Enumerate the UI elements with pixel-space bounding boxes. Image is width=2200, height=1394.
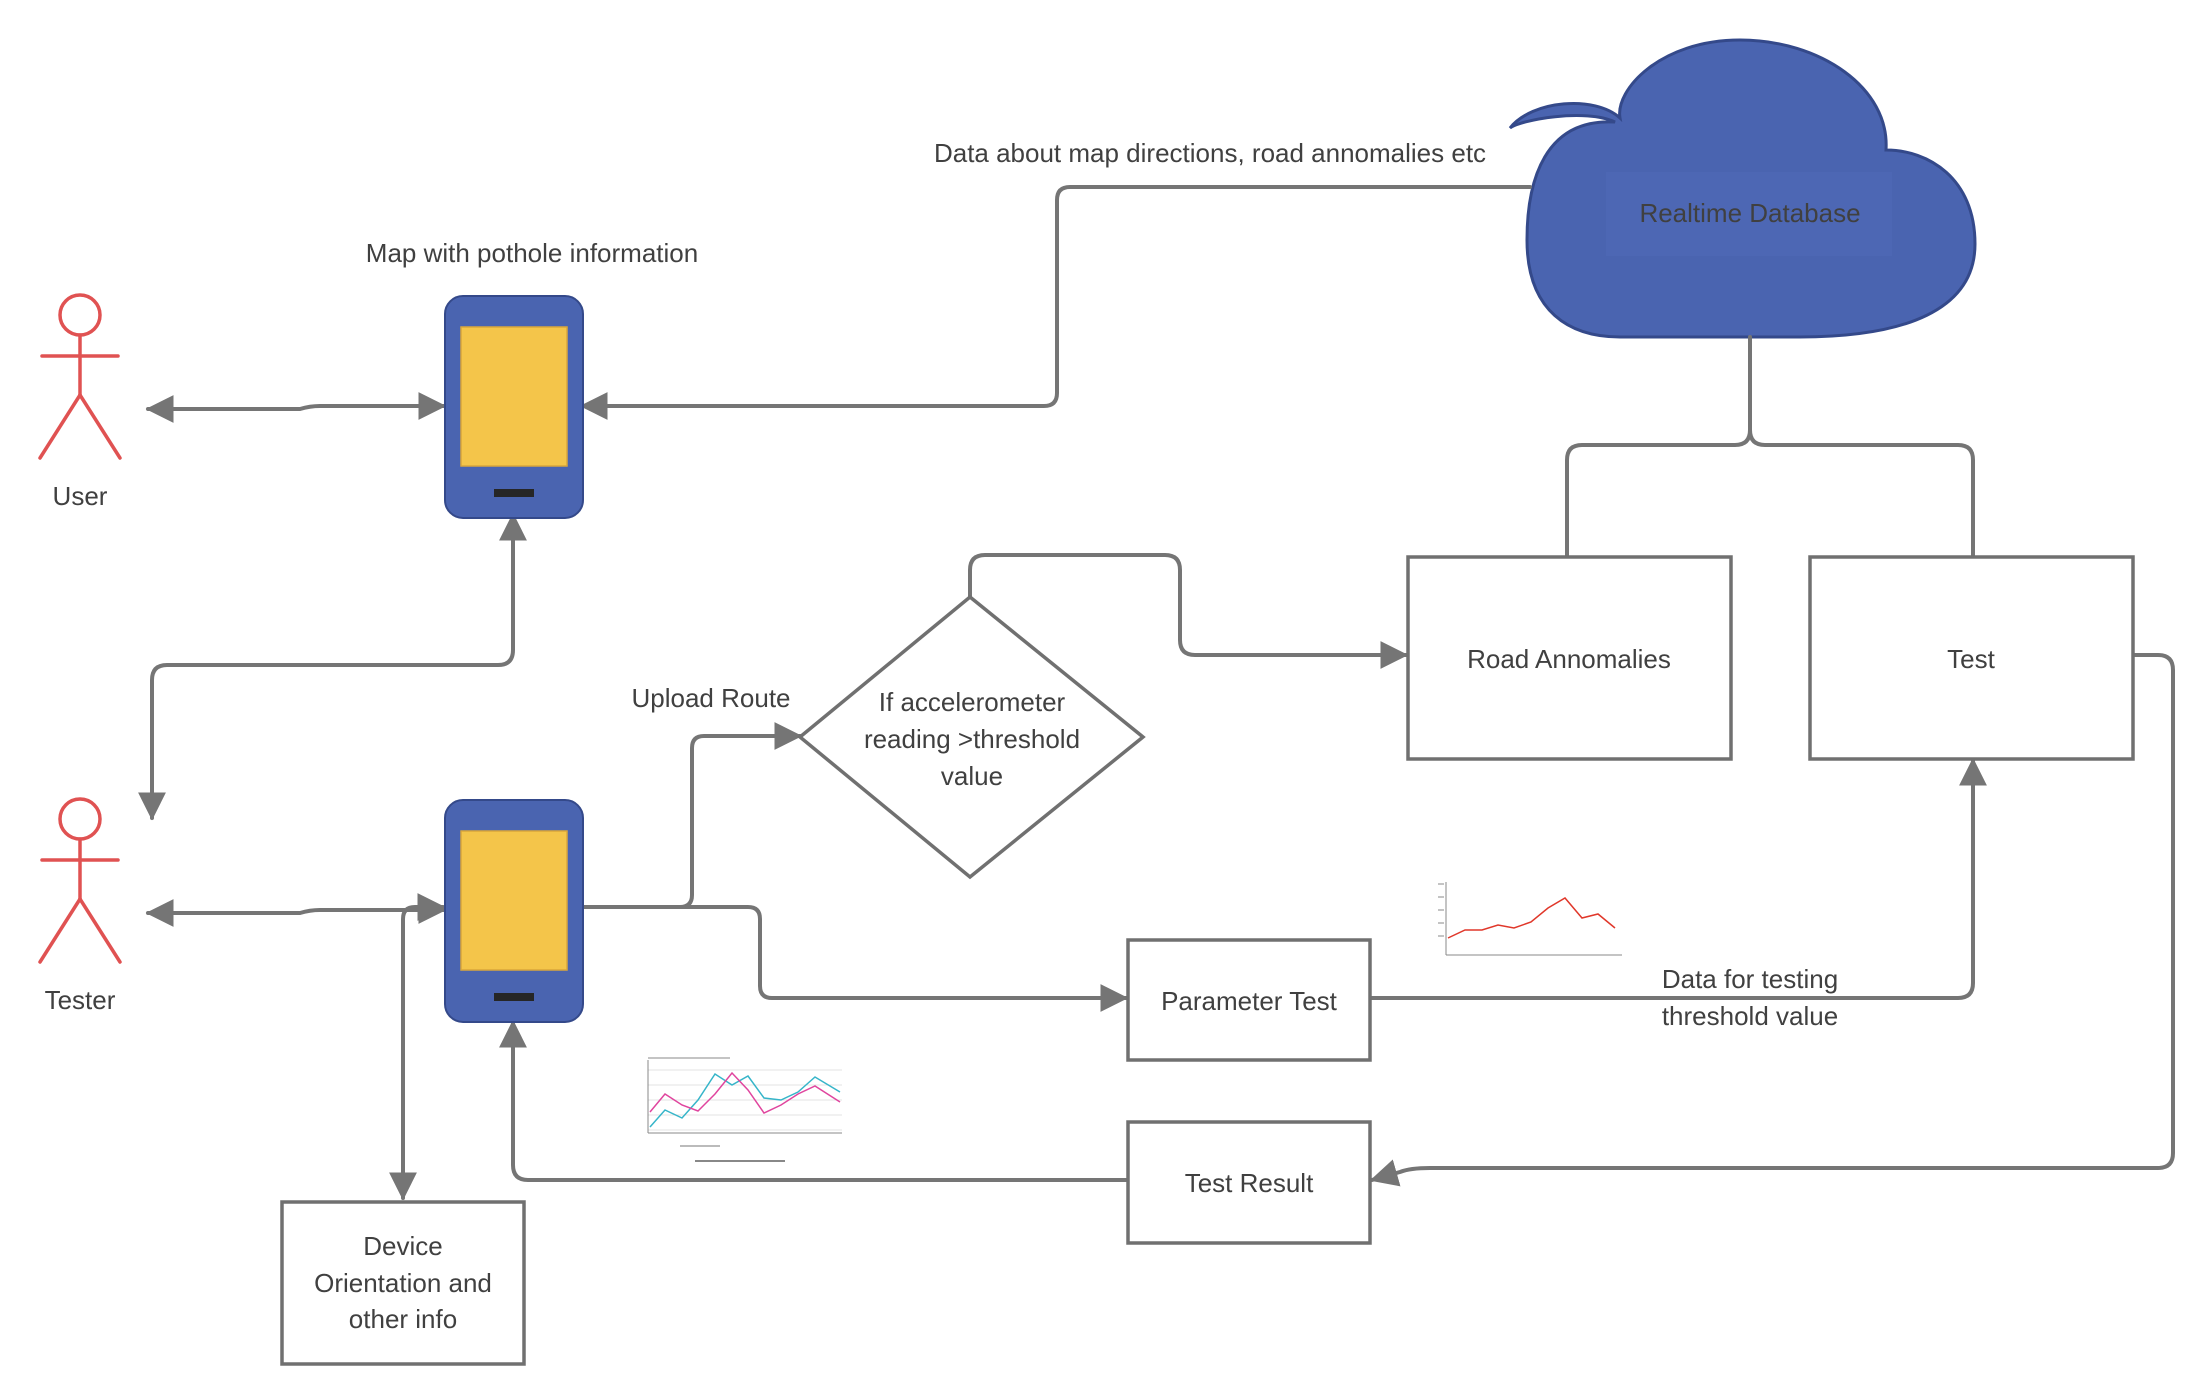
line-chart-thumbnail-icon <box>1438 882 1622 956</box>
upload-route-label: Upload Route <box>632 683 791 713</box>
decision-line2: reading >threshold <box>864 724 1080 754</box>
user-phone-connector <box>145 392 447 423</box>
cloud-to-test-connector <box>1748 428 1975 558</box>
decision-to-anomalies-connector <box>968 553 1409 669</box>
map-caption: Map with pothole information <box>366 238 698 268</box>
test-result-to-phone-connector <box>499 1019 1128 1182</box>
user-actor-icon <box>38 293 122 460</box>
road-anomalies-label: Road Annomalies <box>1467 644 1671 674</box>
data-testing-label-line1: Data for testing <box>1662 964 1838 994</box>
smartphone-icon <box>460 326 568 467</box>
threshold-decision[interactable]: If accelerometer reading >threshold valu… <box>797 594 1146 880</box>
device-info-line2: Orientation and <box>314 1268 492 1298</box>
cloud-to-map-phone-connector <box>579 185 1532 420</box>
data-testing-label-line2: threshold value <box>1662 1001 1838 1031</box>
device-info-box[interactable]: Device Orientation and other info <box>280 1200 526 1366</box>
map-phone[interactable] <box>444 295 584 519</box>
parameter-test-to-test-connector <box>1368 757 1987 1000</box>
tester-phone-connector <box>145 896 447 927</box>
test-result-box[interactable]: Test Result <box>1126 1120 1372 1245</box>
test-result-label: Test Result <box>1185 1168 1314 1198</box>
upload-route-connector <box>582 722 803 909</box>
parameter-test-box[interactable]: Parameter Test <box>1126 938 1372 1062</box>
phone-to-parameter-test-connector <box>582 905 1129 1012</box>
line-chart-thumbnail-icon <box>647 1057 842 1162</box>
phone-device-info-connector <box>389 893 446 1201</box>
decision-line1: If accelerometer <box>879 687 1066 717</box>
test-to-test-result-connector <box>1369 653 2175 1187</box>
map-phone-tester-connector <box>138 512 527 821</box>
tester-phone[interactable] <box>444 799 584 1023</box>
cloud-to-anomalies-connector <box>1565 335 1752 558</box>
tester-label: Tester <box>45 985 116 1015</box>
user-label: User <box>53 481 108 511</box>
parameter-test-label: Parameter Test <box>1161 986 1338 1016</box>
cloud-edge-label: Data about map directions, road annomali… <box>934 138 1486 168</box>
test-box[interactable]: Test <box>1808 555 2135 761</box>
tester-actor-icon <box>38 797 122 964</box>
device-info-line1: Device <box>363 1231 442 1261</box>
decision-line3: value <box>941 761 1003 791</box>
road-anomalies-box[interactable]: Road Annomalies <box>1406 555 1733 761</box>
database-cloud: Realtime Database <box>1508 38 1977 339</box>
test-label: Test <box>1947 644 1995 674</box>
database-label: Realtime Database <box>1639 198 1860 228</box>
device-info-line3: other info <box>349 1304 457 1334</box>
